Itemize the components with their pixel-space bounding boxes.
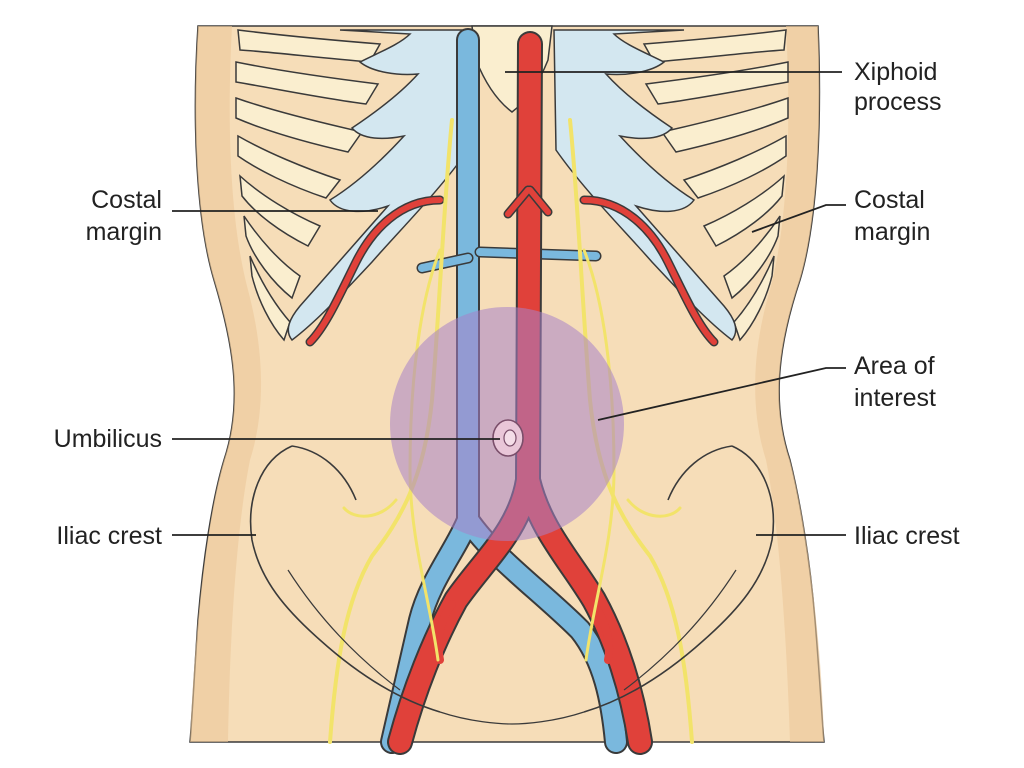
iliac-crest-right xyxy=(583,445,775,713)
label-area-line1: Area of xyxy=(854,352,935,380)
renal-artery-fill xyxy=(505,187,551,217)
torso-shade-left xyxy=(190,26,262,742)
pelvis xyxy=(249,445,775,725)
torso-shade-right xyxy=(755,26,824,742)
area-leader xyxy=(597,367,846,421)
label-xiphoid-line1: Xiphoid xyxy=(854,58,937,86)
label-xiphoid-line2: process xyxy=(854,88,942,116)
label-costal-left-line1: Costal xyxy=(91,186,162,214)
label-costal-right-line1: Costal xyxy=(854,186,925,214)
label-iliac-right: Iliac crest xyxy=(854,522,960,550)
labels: Xiphoid process Costal margin Costal mar… xyxy=(54,58,960,550)
costal-arteries xyxy=(305,195,719,347)
costal-cartilage-right xyxy=(553,29,737,342)
umbilicus-marker xyxy=(492,419,524,457)
label-iliac-left: Iliac crest xyxy=(56,522,162,550)
leader-lines xyxy=(172,71,846,536)
ribs-left xyxy=(235,29,382,342)
label-umbilicus: Umbilicus xyxy=(54,425,162,453)
iliac-crest-left xyxy=(249,445,441,713)
costal-right-leader xyxy=(751,204,846,233)
label-area-line2: interest xyxy=(854,384,936,412)
label-costal-left-line2: margin xyxy=(86,218,162,246)
label-costal-right-line2: margin xyxy=(854,218,930,246)
rib-cage xyxy=(235,25,789,342)
